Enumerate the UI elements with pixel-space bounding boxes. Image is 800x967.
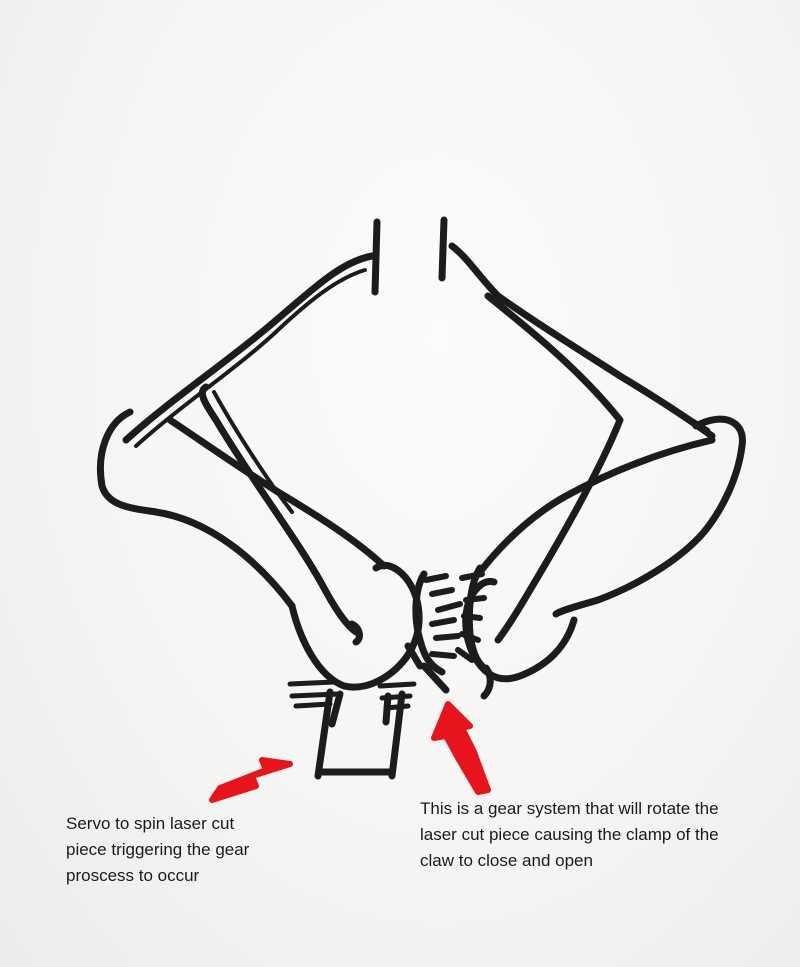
left-outer-arm — [122, 252, 376, 444]
gear-drive-stub — [480, 664, 494, 700]
servo-right-wall-inner — [382, 692, 392, 726]
right-knuckle — [552, 415, 746, 618]
left-knuckle — [96, 408, 296, 610]
gear-tooth — [455, 647, 475, 663]
left-inner-arm — [198, 383, 360, 636]
left-inner-arm-back — [212, 390, 294, 514]
annotation-arrows — [209, 701, 491, 803]
right-outer-arm-inner-edge — [526, 316, 710, 432]
gear-caption: This is a gear system that will rotate t… — [420, 799, 719, 870]
center-gear-right — [465, 564, 486, 670]
gear-tooth — [429, 651, 457, 659]
servo-left-wall — [314, 688, 334, 780]
right-claw-tip — [438, 216, 448, 282]
gear-drive-link — [420, 662, 450, 694]
center-gear-left — [412, 570, 446, 676]
gear-tooth — [429, 587, 455, 597]
right-inner-arm — [484, 292, 624, 644]
servo-left-wall-inner — [328, 690, 344, 728]
left-claw-tip — [371, 218, 381, 296]
gear-tooth — [435, 601, 463, 613]
gear-tooth — [429, 617, 457, 627]
small-nub-left — [348, 620, 363, 646]
red-arrow-to-gears — [431, 701, 491, 795]
left-outer-arm-inner-edge — [134, 268, 367, 448]
gear-tooth — [423, 573, 449, 583]
gear-tooth — [433, 633, 461, 641]
left-lower-jaw — [288, 561, 423, 691]
left-linkage — [166, 416, 388, 570]
right-linkage — [476, 436, 716, 576]
small-nub-mid — [404, 642, 424, 670]
servo-right-wall — [388, 690, 406, 780]
servo-caption: Servo to spin laser cut piece triggering… — [66, 814, 250, 885]
claw-drawing — [96, 216, 746, 780]
red-arrow-to-servo — [209, 757, 293, 803]
servo-block — [287, 679, 417, 780]
